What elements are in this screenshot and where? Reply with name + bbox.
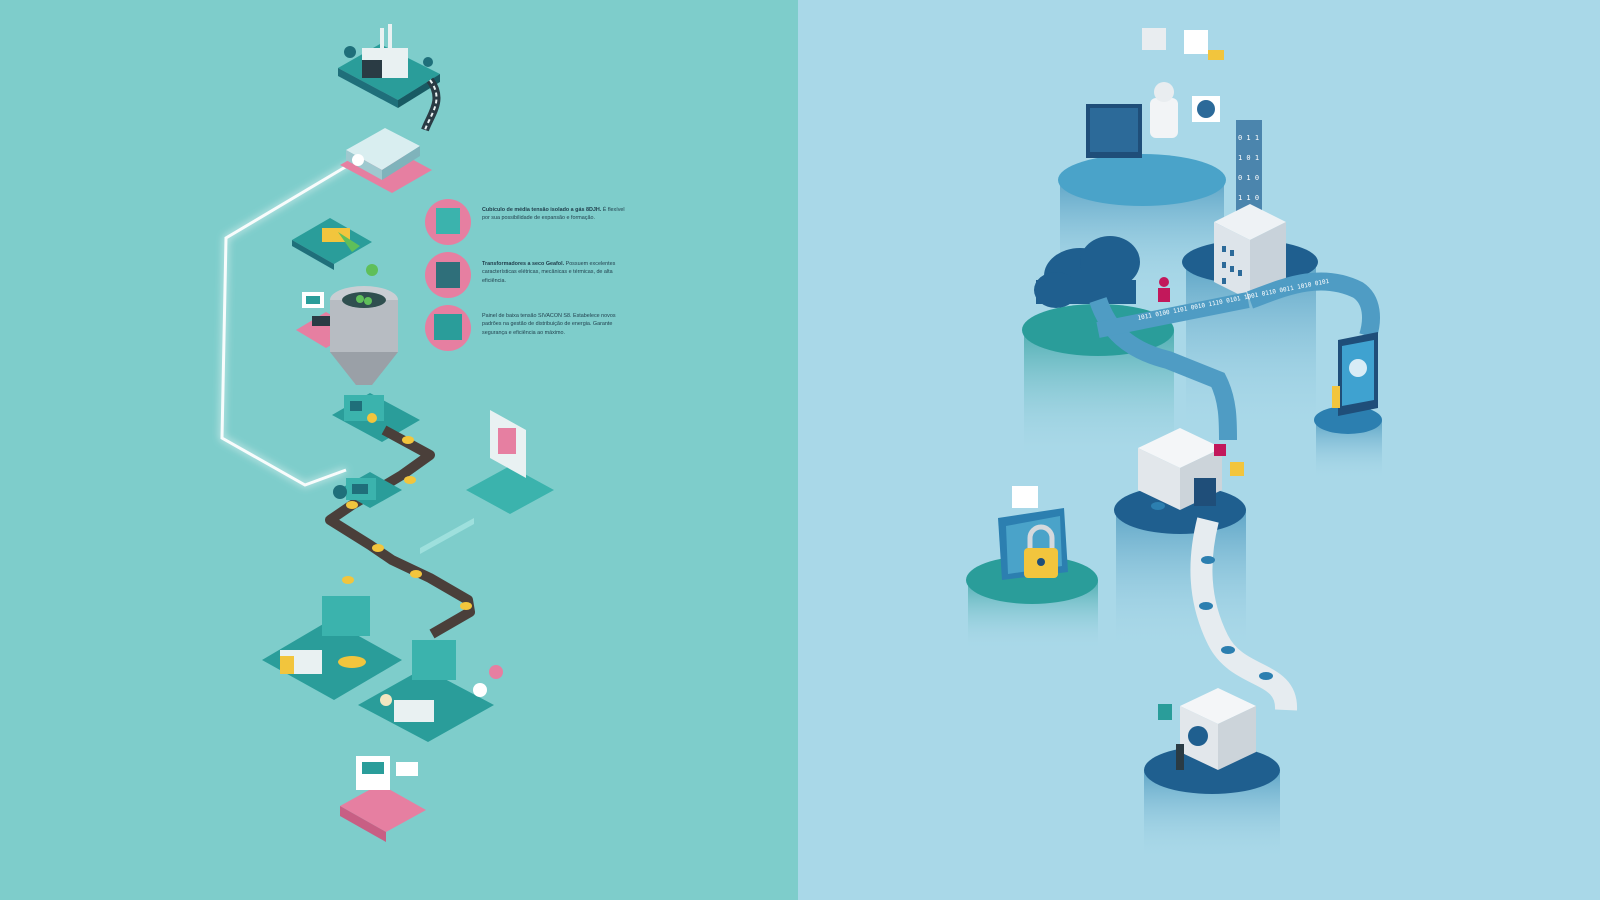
right-illustration-panel: 0 1 1 1 0 1 0 1 0 1 1 0	[798, 0, 1600, 900]
industrial-process-illustration	[220, 24, 554, 842]
energy-line	[220, 161, 353, 487]
silo	[330, 286, 398, 385]
cloud-platform	[1022, 236, 1174, 460]
legend-title: Cubículo de média tensão isolado a gás 8…	[482, 207, 602, 213]
wrench-icon	[473, 683, 487, 697]
output-conveyor	[1190, 517, 1297, 711]
legend-icons	[425, 199, 471, 351]
legend-item-low-voltage-panel: Painel de baixa tensão SIVACON S8. Estab…	[482, 312, 632, 346]
truck-loading-pad	[292, 218, 378, 276]
legend-title: Painel de baixa tensão SIVACON S8.	[482, 313, 572, 319]
packaging-station	[338, 472, 402, 508]
tablet-station	[1314, 332, 1382, 480]
svg-text:0 1 0: 0 1 0	[1238, 174, 1259, 182]
switchgear-station	[340, 128, 432, 193]
dollar-icon	[1158, 704, 1172, 720]
alert-icon	[1214, 444, 1226, 456]
robot-icon	[1150, 98, 1178, 138]
legend-body: Estabelece novos padrões na gestão de di…	[482, 313, 616, 336]
svg-text:0 1 1: 0 1 1	[1238, 134, 1259, 142]
conveyor-discs	[1151, 502, 1273, 680]
conveyor-items	[342, 436, 472, 610]
digital-data-illustration: 0 1 1 1 0 1 0 1 0 1 1 0	[966, 28, 1382, 860]
svg-text:1 1 0: 1 1 0	[1238, 194, 1259, 202]
exit-room	[420, 410, 554, 554]
info-icon	[333, 485, 347, 499]
office-station	[340, 756, 426, 842]
legend-body: Possuem excelentes características elétr…	[482, 261, 616, 284]
binary-stream-vertical: 0 1 1 1 0 1 0 1 0 1 1 0	[1236, 120, 1262, 220]
legend-item-switchgear: Cubículo de média tensão isolado a gás 8…	[482, 206, 632, 223]
gear-icon	[1230, 462, 1244, 476]
left-illustration-panel: Cubículo de média tensão isolado a gás 8…	[0, 0, 798, 900]
alert-icon	[489, 665, 503, 679]
processing-machine	[1114, 428, 1246, 650]
warehouse-right	[358, 640, 503, 742]
mixer-station	[332, 393, 420, 442]
warehouse-left	[262, 596, 402, 700]
secure-folder-station	[966, 486, 1098, 650]
legend-item-transformer: Transformadores a seco Geafol. Possuem e…	[482, 260, 632, 285]
control-room-pad	[296, 292, 358, 348]
legend-title: Transformadores a seco Geafol.	[482, 261, 565, 267]
payment-station	[1144, 688, 1280, 860]
svg-text:1 0 1: 1 0 1	[1238, 154, 1259, 162]
legend-body: É flexível por sua possibilidade de expa…	[482, 207, 625, 222]
factory-building	[338, 24, 440, 108]
